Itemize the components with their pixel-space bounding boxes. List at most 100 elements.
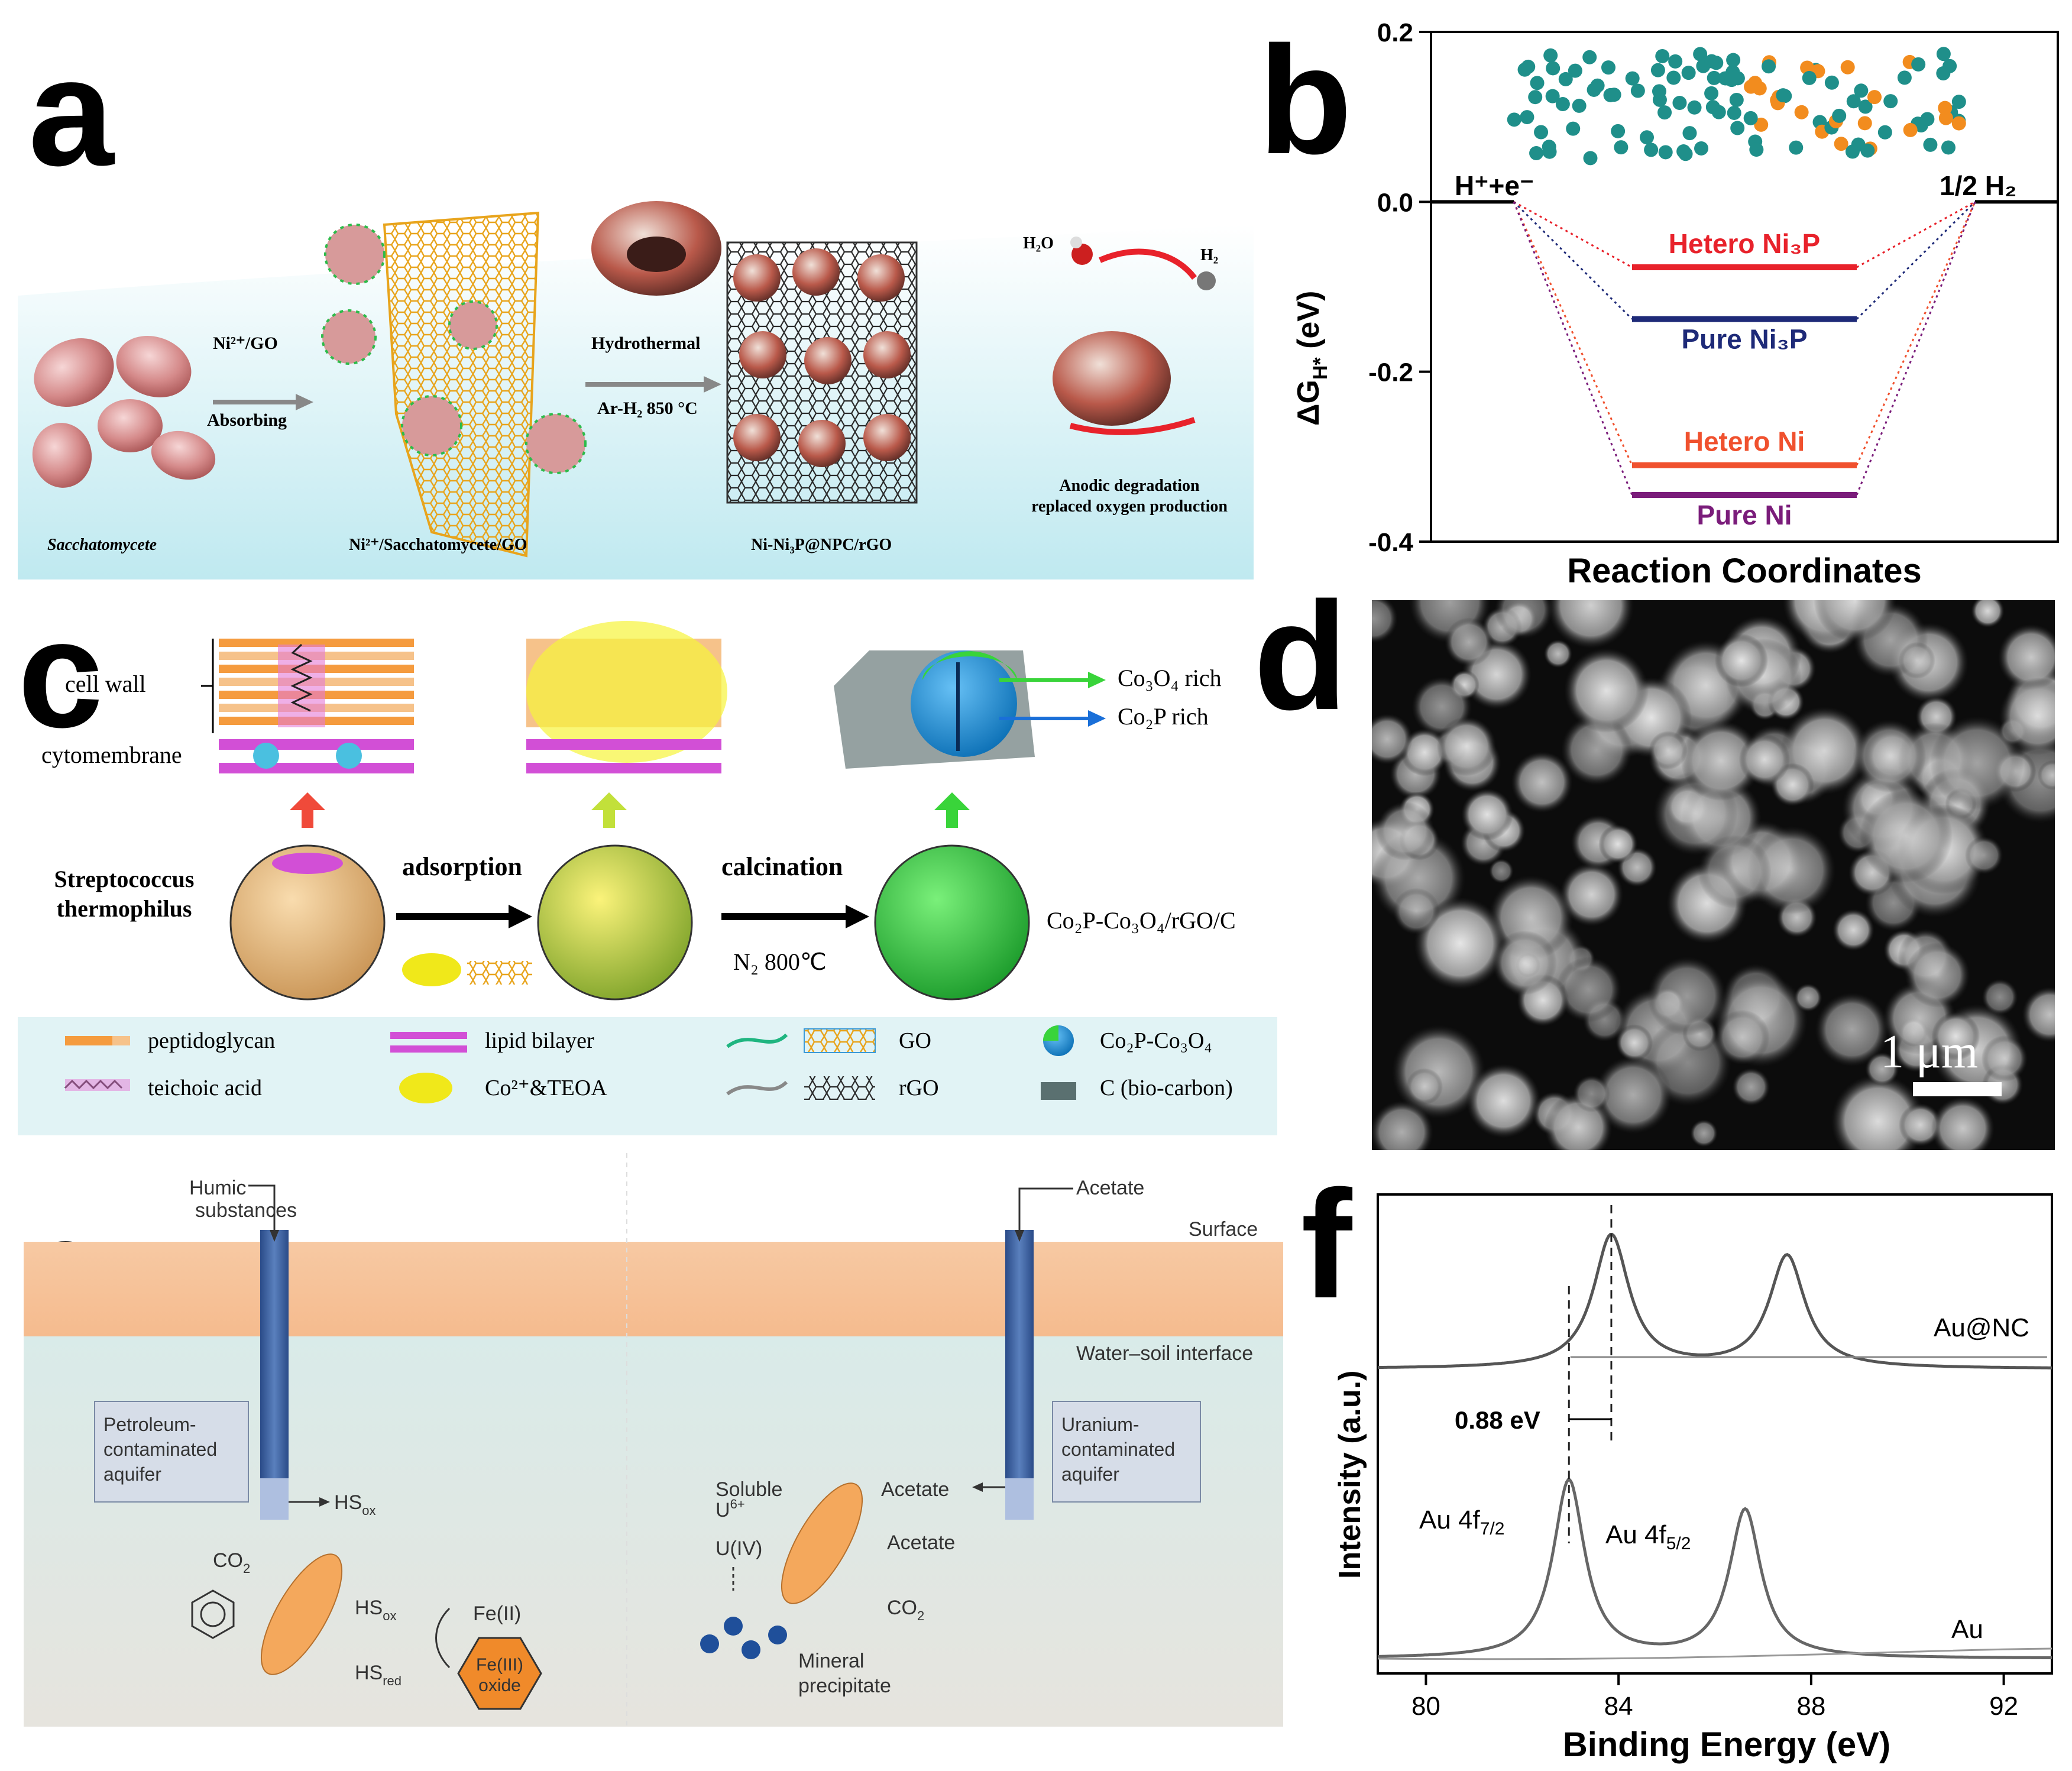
- ytick-label: 0.2: [1377, 18, 1413, 47]
- level-label-1: Pure Ni₃P: [1682, 324, 1808, 355]
- sem-particle: [1372, 713, 1413, 765]
- organism-line2: thermophilus: [57, 895, 192, 922]
- n2-temp-label: N₂ 800℃: [733, 948, 827, 975]
- atom: [1857, 116, 1872, 131]
- sem-particle: [1561, 714, 1633, 786]
- panel-label-f: f: [1301, 1159, 1352, 1330]
- atom: [1530, 76, 1545, 90]
- atom: [1572, 98, 1587, 113]
- mineral-line1: Mineral: [798, 1650, 864, 1672]
- atom: [1754, 117, 1769, 132]
- sem-particle: [1488, 858, 1514, 884]
- sem-particle: [1681, 720, 1762, 801]
- atom: [1867, 90, 1882, 105]
- sem-particle: [1393, 888, 1440, 935]
- panel-d-sem-image: 1 μm: [1372, 600, 2055, 1150]
- scale-bar-label: 1 μm: [1880, 1026, 1978, 1078]
- xtick-label: 84: [1604, 1692, 1633, 1721]
- atom: [1583, 151, 1598, 166]
- sem-particle: [1964, 836, 2003, 875]
- acetate-2-label: Acetate: [887, 1532, 955, 1554]
- atom: [1897, 70, 1912, 85]
- atom: [1794, 105, 1809, 119]
- connector-left: [1513, 201, 1633, 466]
- sem-particle: [1573, 1075, 1610, 1112]
- adsorption-label: adsorption: [402, 852, 522, 881]
- panel-a-background: [18, 225, 1254, 579]
- arrow-degradation: [1069, 417, 1196, 435]
- atom: [1676, 144, 1691, 159]
- fe3-line2: oxide: [478, 1676, 521, 1695]
- sem-particle: [1400, 728, 1449, 776]
- sem-particle: [1436, 716, 1497, 776]
- atom: [1749, 143, 1764, 157]
- atom: [1566, 121, 1581, 136]
- panel-a-schematic: Ni²⁺/GO Absorbing Hydrothermal Ar-H₂ 850…: [18, 201, 1254, 579]
- step2-top-label: Hydrothermal: [591, 334, 700, 353]
- petro-line3: aquifer: [103, 1464, 161, 1485]
- sem-particle: [1492, 930, 1557, 995]
- sem-particle: [1372, 1100, 1434, 1150]
- h2o-label: H₂O: [1023, 234, 1054, 252]
- water-molecule: [1071, 244, 1093, 265]
- connector-right: [1856, 201, 1976, 268]
- ytick-label: -0.2: [1368, 358, 1413, 387]
- acetate-top-label: Acetate: [1076, 1177, 1144, 1199]
- sem-particle: [1714, 633, 1769, 688]
- au4f72-label: Au 4f7/2: [1419, 1505, 1504, 1539]
- atom: [1542, 144, 1557, 159]
- atom: [1858, 99, 1873, 114]
- loaded-sphere: [537, 844, 693, 1001]
- sem-particle: [1372, 600, 1398, 643]
- atom: [1546, 61, 1561, 76]
- sem-particle: [2037, 760, 2055, 790]
- atom: [1520, 110, 1534, 125]
- level-label-3: Pure Ni: [1697, 500, 1792, 530]
- ytick-label: 0.0: [1377, 188, 1413, 217]
- atom: [1824, 75, 1839, 90]
- organism-line1: Streptococcus: [54, 866, 195, 892]
- sem-particle: [1375, 801, 1435, 861]
- atom: [1762, 59, 1776, 74]
- mineral-line2: precipitate: [798, 1675, 891, 1697]
- atom: [1625, 71, 1640, 86]
- shift-label: 0.88 eV: [1455, 1406, 1540, 1434]
- arrow-humic-in: [248, 1184, 276, 1236]
- co-teoa-drop: [402, 953, 461, 986]
- au4f52-label: Au 4f5/2: [1605, 1520, 1691, 1553]
- anodic-line2: replaced oxygen production: [1031, 497, 1228, 516]
- atom: [1834, 137, 1848, 151]
- sem-particle: [1466, 1063, 1541, 1138]
- legend-co-teoa: Co²⁺&TEOA: [485, 1076, 607, 1100]
- atom: [1789, 140, 1804, 155]
- sem-particle: [1461, 788, 1514, 841]
- level-label-0: Hetero Ni₃P: [1669, 228, 1820, 259]
- connector-left: [1513, 201, 1633, 268]
- acetate-1-label: Acetate: [881, 1478, 949, 1501]
- atom: [1587, 82, 1601, 97]
- atom: [1655, 48, 1670, 63]
- uran-line2: contaminated: [1061, 1439, 1175, 1460]
- atom: [1941, 140, 1956, 155]
- cell-wall-loaded: [526, 621, 727, 773]
- atom: [1729, 92, 1744, 107]
- panel-label-a: a: [28, 27, 114, 198]
- atom: [1534, 125, 1549, 140]
- yeast-cells-group: [32, 336, 216, 488]
- fe3-oxide-hexagon: [457, 1637, 542, 1710]
- atom: [1743, 111, 1758, 125]
- caption-sacchatomycete: Sacchatomycete: [47, 536, 157, 554]
- atom: [1555, 97, 1570, 112]
- atom: [1668, 54, 1683, 69]
- sem-particle: [1929, 715, 2024, 810]
- atom: [1507, 112, 1521, 127]
- atom: [1582, 50, 1597, 64]
- petro-line2: contaminated: [103, 1439, 217, 1460]
- uran-line1: Uranium-: [1061, 1414, 1139, 1435]
- sem-particle: [1997, 624, 2055, 691]
- bacterium-sphere: [229, 844, 386, 1001]
- sem-particle: [2022, 986, 2055, 1042]
- arrow-hydrothermal: [585, 376, 721, 393]
- atom: [1681, 66, 1696, 80]
